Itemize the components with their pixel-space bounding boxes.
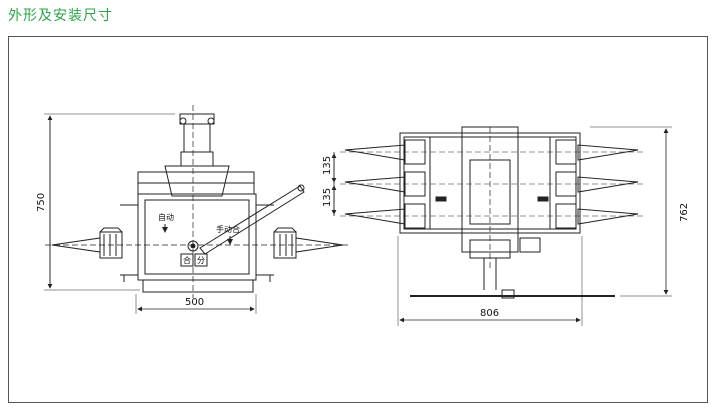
side-view <box>340 126 645 299</box>
front-view <box>45 105 350 298</box>
front-dim-lines <box>44 113 257 314</box>
drawing-frame <box>8 36 708 403</box>
dim-side-height: 762 <box>679 203 690 222</box>
dim-side-pitch-lower: 135 <box>322 188 333 207</box>
dim-side-width: 806 <box>480 308 499 319</box>
label-manual-close: 手动合 <box>216 224 240 234</box>
label-close: 合 <box>183 255 191 265</box>
dim-front-height: 750 <box>36 193 47 212</box>
label-auto: 自动 <box>158 212 174 222</box>
side-dim-lines <box>331 126 672 326</box>
page-title: 外形及安装尺寸 <box>8 8 113 24</box>
label-open: 分 <box>197 256 205 265</box>
dim-front-width: 500 <box>185 297 204 308</box>
dim-side-pitch-upper: 135 <box>322 156 333 175</box>
